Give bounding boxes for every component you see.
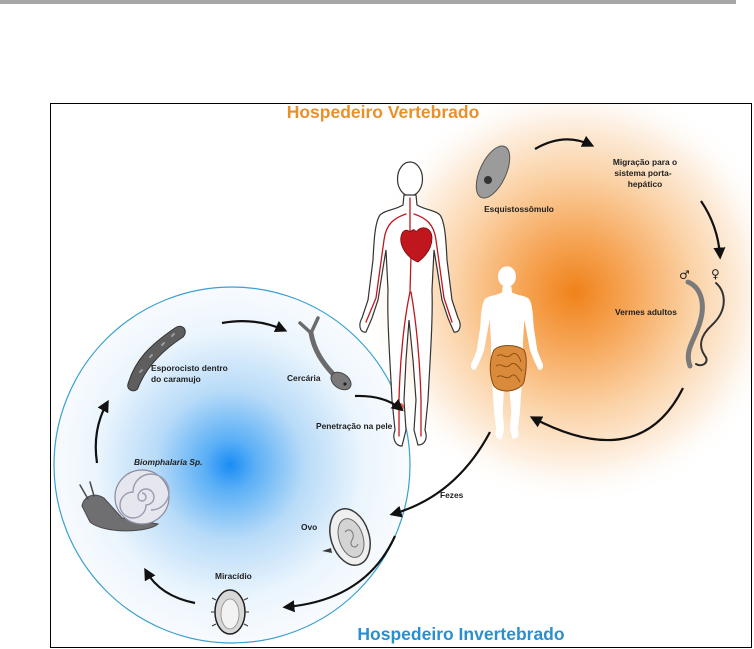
migration-label-line-1: Migração para o (613, 157, 677, 167)
egg-label: Ovo (301, 522, 317, 532)
sporocyst-label-line-1: Esporocisto dentro (151, 363, 228, 373)
snail-label: Biomphalaria Sp. (134, 457, 202, 467)
feces-label: Fezes (440, 490, 464, 500)
male-symbol: ♂ (679, 268, 690, 282)
cercaria-sucker (343, 382, 346, 385)
vertebrate-host-title: Hospedeiro Vertebrado (287, 102, 480, 122)
schistosomulum-label: Esquistossômulo (484, 204, 554, 214)
miracidium-label: Miracídio (215, 571, 252, 581)
intestine-mass (490, 346, 526, 391)
page-top-rule (0, 0, 736, 4)
miracidium-inner (221, 599, 239, 629)
sporocyst-label-line-2: do caramujo (151, 374, 201, 384)
invertebrate-host-title: Hospedeiro Invertebrado (357, 624, 564, 644)
adult-worms-label: Vermes adultos (615, 307, 677, 317)
migration-label-line-2: sistema porta- (614, 168, 671, 178)
human-head (398, 162, 423, 196)
silhouette-head (498, 266, 516, 287)
cercaria-label: Cercária (287, 373, 321, 383)
skin-penetration-label: Penetração na pele (316, 421, 393, 431)
intestines (490, 346, 526, 391)
female-symbol: ♀ (711, 267, 720, 281)
migration-label-line-3: hepático (628, 179, 662, 189)
schistosomulum-sucker (484, 176, 492, 184)
